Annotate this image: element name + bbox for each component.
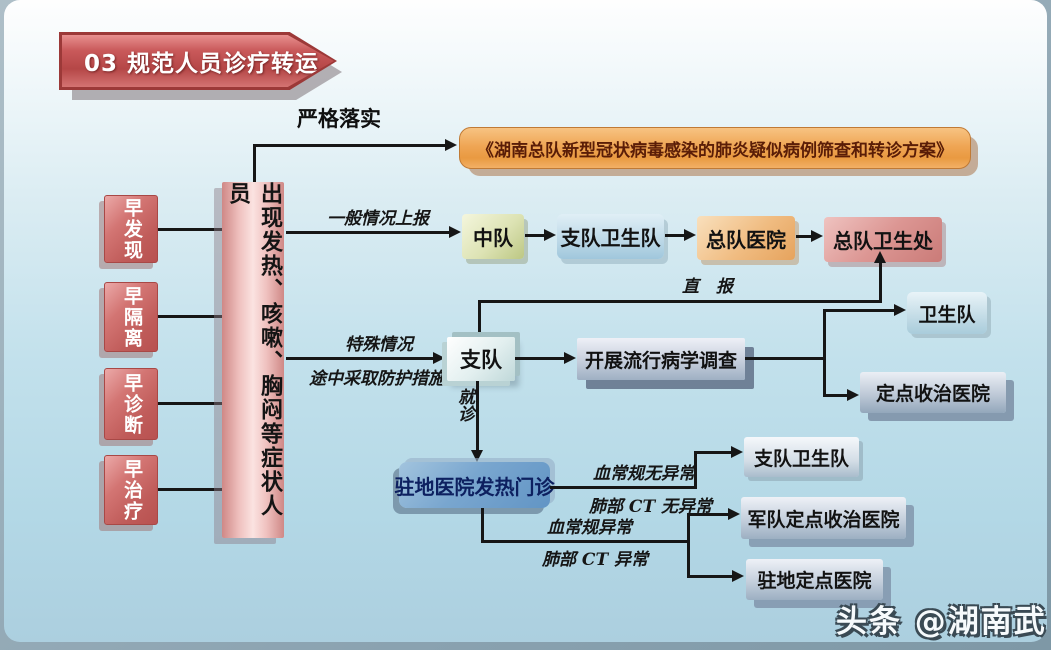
arrowhead-to-zwtop [544, 229, 556, 241]
principle-box-early-detect: 早发现 [104, 195, 158, 263]
node-zhidui: 支队 [447, 337, 515, 381]
connector-liudiao-branch [745, 357, 826, 360]
symptom-person-box: 出现发热、咳嗽、胸闷等症状人员 [222, 182, 284, 538]
slide-background: 03 规范人员诊疗转运 严格落实 《湖南总队新型冠状病毒感染的肺炎疑似病例筛查和… [4, 0, 1047, 642]
connector-strict-horizontal [253, 144, 445, 147]
arrowhead-to-zwsc [811, 230, 823, 242]
connector-to-zhudi-dingdian [687, 575, 732, 578]
arrowhead-to-jundui [728, 508, 740, 520]
connector-zhidui-fare [476, 381, 479, 450]
title-banner: 03 规范人员诊疗转运 [59, 32, 337, 90]
edge-label-blood-normal: 血常规无异常 [593, 464, 695, 484]
connector-fare-right [550, 486, 697, 489]
arrowhead-to-zwbot [731, 446, 743, 458]
connector-branch-vertical [823, 310, 826, 397]
connector-zhongdui-zwtop [525, 234, 544, 237]
arrowhead-to-weishengdui [894, 304, 906, 316]
connector-to-dingdian [823, 394, 847, 397]
arrowhead-to-zhongdui [449, 226, 461, 238]
connector-early-treat [158, 488, 222, 491]
connector-zwtop-zongyy [665, 234, 684, 237]
edge-label-ct-normal: 肺部 CT 无异常 [589, 497, 713, 517]
connector-early-detect [158, 228, 222, 231]
edge-label-strict-implement: 严格落实 [297, 107, 381, 131]
arrowhead-up-to-zwsc [874, 251, 886, 263]
policy-banner: 《湖南总队新型冠状病毒感染的肺炎疑似病例筛查和转诊方案》 [459, 127, 971, 169]
edge-label-general-report: 一般情况上报 [327, 209, 429, 229]
connector-early-isolate [158, 315, 222, 318]
arrowhead-to-zongyy [684, 229, 696, 241]
connector-to-weishengdui [823, 309, 894, 312]
principle-box-early-treat: 早治疗 [104, 455, 158, 525]
edge-label-ct-abnormal: 肺部 CT 异常 [542, 550, 649, 570]
principle-box-early-isolate: 早隔离 [104, 282, 158, 352]
connector-abnormal-vertical [687, 514, 690, 577]
title-banner-label: 03 规范人员诊疗转运 [84, 51, 320, 77]
watermark-toutiao: 头条 @湖南武警 [836, 604, 1047, 640]
connector-zongyy-zwsc [796, 235, 811, 238]
arrowhead-to-zhudi-dingdian [732, 570, 744, 582]
edge-label-special-case: 特殊情况 [345, 335, 413, 355]
arrowhead-to-dingdian [847, 389, 859, 401]
node-zhidui-weishengdui-bottom: 支队卫生队 [744, 437, 859, 477]
edge-label-blood-abnormal: 血常规异常 [547, 518, 632, 538]
connector-direct-horizontal [478, 300, 882, 303]
connector-direct-up-from-zhidui [478, 302, 481, 338]
title-banner-face: 03 规范人员诊疗转运 [62, 35, 334, 87]
connector-direct-up-to-zwsc [879, 262, 882, 302]
connector-normal-up [694, 452, 697, 488]
connector-to-jundui [687, 513, 728, 516]
arrowhead-to-liudiao [564, 352, 576, 364]
edge-label-protect-en-route: 途中采取防护措施 [309, 369, 445, 389]
connector-strict-vertical [253, 146, 256, 182]
node-zhidui-weishengdui-top: 支队卫生队 [557, 214, 664, 259]
node-weishengdui: 卫生队 [907, 292, 987, 334]
arrowhead-to-policy [445, 139, 457, 151]
node-zongdui-yiyuan: 总队医院 [697, 216, 795, 260]
connector-fare-down [481, 508, 484, 543]
connector-special-case [286, 357, 433, 360]
node-dingdian-shouzhi-yiyuan: 定点收治医院 [860, 372, 1006, 413]
node-zhudi-yiyuan-fare-menzhen: 驻地医院发热门诊 [395, 462, 555, 508]
connector-abnormal-horizontal [481, 540, 690, 543]
connector-zhidui-liudiao [515, 357, 564, 360]
arrowhead-to-zhidui [433, 352, 445, 364]
node-zhongdui: 中队 [462, 214, 524, 259]
connector-general-report [286, 231, 449, 234]
connector-to-zwbot [694, 451, 731, 454]
edge-label-direct-report: 直 报 [682, 277, 733, 297]
node-zhudi-dingdian-yiyuan: 驻地定点医院 [746, 559, 883, 600]
arrowhead-down-to-fare [471, 450, 483, 462]
connector-early-diagnose [158, 402, 222, 405]
node-liuxingbingxue-diaocha: 开展流行病学调查 [577, 338, 745, 380]
edge-label-seek-treatment: 就诊 [454, 388, 474, 422]
principle-box-early-diagnose: 早诊断 [104, 368, 158, 440]
node-jundui-dingdian-shouzhi-yiyuan: 军队定点收治医院 [741, 497, 906, 539]
